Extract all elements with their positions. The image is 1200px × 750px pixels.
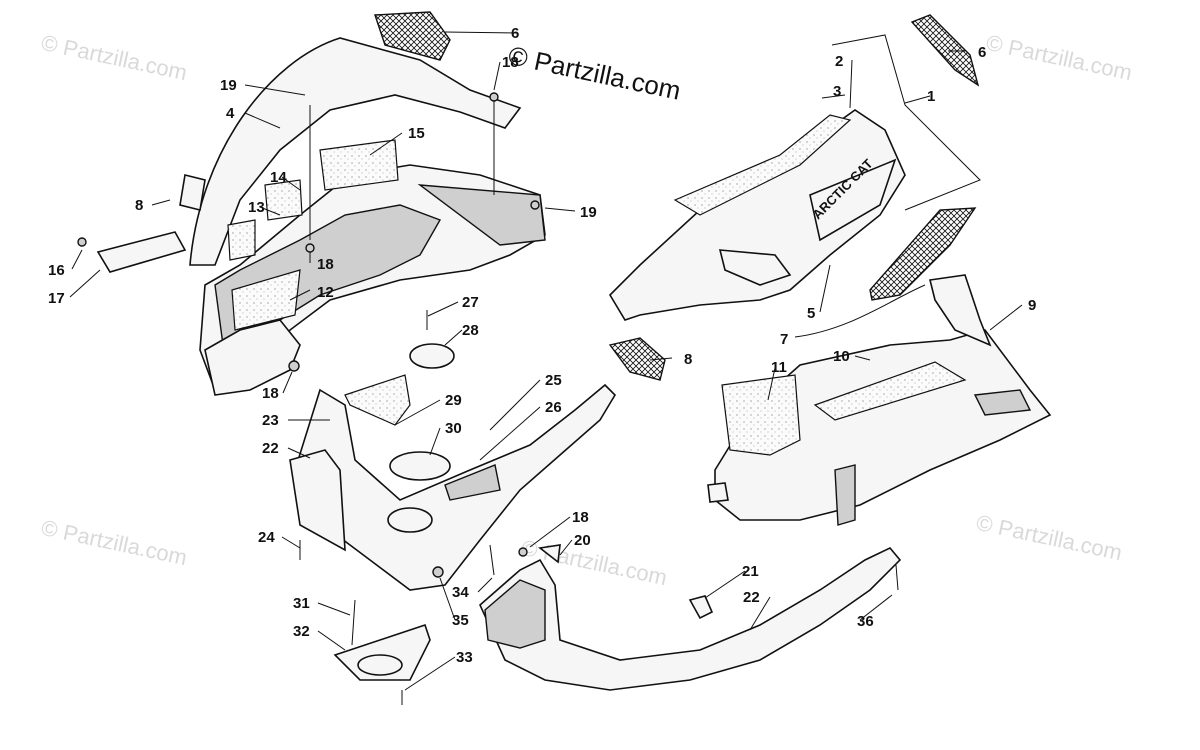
hood-pan-assembly <box>77 11 546 396</box>
callout-19: 19 <box>580 204 597 221</box>
side-panel-assembly <box>707 274 1052 526</box>
callout-17: 17 <box>48 290 65 307</box>
callout-13: 13 <box>248 199 265 216</box>
callout-5: 5 <box>807 305 815 322</box>
callout-36: 36 <box>857 613 874 630</box>
callout-6: 6 <box>511 25 519 42</box>
callout-33: 33 <box>456 649 473 666</box>
callout-8: 8 <box>135 197 143 214</box>
callout-15: 15 <box>408 125 425 142</box>
leader-lines <box>69 31 1023 691</box>
belly-pan-assembly <box>289 310 617 705</box>
callout-26: 26 <box>545 399 562 416</box>
skid-plate-assembly <box>479 544 902 691</box>
callout-20: 20 <box>574 532 591 549</box>
callout-25: 25 <box>545 372 562 389</box>
callout-12: 12 <box>317 284 334 301</box>
callout-35: 35 <box>452 612 469 629</box>
callout-27: 27 <box>462 294 479 311</box>
callout-7: 7 <box>780 331 788 348</box>
callout-23: 23 <box>262 412 279 429</box>
callout-18: 18 <box>262 385 279 402</box>
callout-28: 28 <box>462 322 479 339</box>
callout-16: 16 <box>48 262 65 279</box>
callout-2: 2 <box>835 53 843 70</box>
hood-assembly: ARCTIC CAT <box>608 14 981 381</box>
callout-31: 31 <box>293 595 310 612</box>
callout-34: 34 <box>452 584 469 601</box>
callout-9: 9 <box>1028 297 1036 314</box>
callout-4: 4 <box>226 105 235 122</box>
callout-22: 22 <box>262 440 279 457</box>
callout-18: 18 <box>317 256 334 273</box>
callout-24: 24 <box>258 529 275 546</box>
callout-18: 18 <box>502 54 519 71</box>
callouts: 1 2 3 4 5 6 6 7 8 8 9 10 11 12 13 14 15 … <box>48 25 1036 666</box>
callout-3: 3 <box>833 83 841 100</box>
callout-22: 22 <box>743 589 760 606</box>
callout-18: 18 <box>572 509 589 526</box>
callout-10: 10 <box>833 348 850 365</box>
callout-1: 1 <box>927 88 935 105</box>
callout-19: 19 <box>220 77 237 94</box>
callout-32: 32 <box>293 623 310 640</box>
callout-29: 29 <box>445 392 462 409</box>
callout-21: 21 <box>742 563 759 580</box>
callout-6: 6 <box>978 44 986 61</box>
callout-14: 14 <box>270 169 287 186</box>
callout-8: 8 <box>684 351 692 368</box>
callout-11: 11 <box>771 359 787 376</box>
callout-30: 30 <box>445 420 462 437</box>
